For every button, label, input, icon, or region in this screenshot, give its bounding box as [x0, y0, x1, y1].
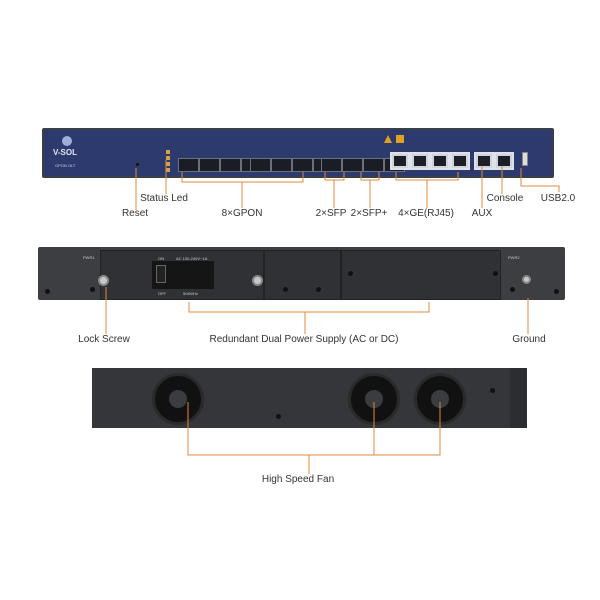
callout-ground: Ground	[512, 334, 546, 345]
rear-panel: PWR1 PWR2 ON OFF AC 100-240V~1A 50/60Hz	[38, 247, 565, 300]
sfp-plus-port[interactable]	[363, 158, 384, 172]
warning-icon	[384, 135, 392, 143]
status-leds	[166, 150, 170, 172]
lock-screw[interactable]	[98, 275, 109, 286]
callout-sfp: 2×SFP	[315, 208, 347, 219]
pwr1-label: PWR1	[83, 255, 95, 260]
fan-panel	[92, 368, 527, 428]
ac-rating-label: AC 100-240V~1A	[176, 256, 208, 261]
power-switch[interactable]	[156, 265, 166, 283]
ge-port[interactable]	[392, 154, 408, 168]
ge-port[interactable]	[432, 154, 448, 168]
lock-screw[interactable]	[252, 275, 263, 286]
aux-port[interactable]	[476, 154, 492, 168]
frequency-label: 50/60Hz	[183, 291, 198, 296]
callout-ge: 4×GE(RJ45)	[398, 208, 454, 219]
callout-lock-screw: Lock Screw	[78, 334, 130, 345]
callout-reset: Reset	[121, 208, 149, 219]
ge-port[interactable]	[452, 154, 468, 168]
callout-power-supply: Redundant Dual Power Supply (AC or DC)	[209, 334, 399, 345]
callout-aux: AUX	[471, 208, 493, 219]
sfp-port[interactable]	[342, 158, 363, 172]
usb-port[interactable]	[522, 152, 528, 166]
callout-gpon: 8×GPON	[221, 208, 263, 219]
ground-terminal[interactable]	[522, 275, 531, 284]
console-port[interactable]	[496, 154, 512, 168]
reset-button[interactable]	[136, 163, 139, 166]
callout-sfp-plus: 2×SFP+	[350, 208, 388, 219]
pwr2-label: PWR2	[508, 255, 520, 260]
vsol-logo-icon	[62, 136, 72, 146]
brand-logo: V-SOL	[53, 148, 78, 157]
callout-fan: High Speed Fan	[261, 474, 335, 485]
callout-usb: USB2.0	[540, 193, 576, 204]
sfp-port[interactable]	[321, 158, 342, 172]
manual-icon	[396, 135, 404, 143]
fan-icon	[348, 373, 400, 425]
fan-icon	[152, 373, 204, 425]
switch-on-label: ON	[158, 256, 164, 261]
front-panel: V-SOL GPON OLT	[42, 128, 554, 178]
model-label: GPON OLT	[55, 163, 76, 168]
ge-port[interactable]	[412, 154, 428, 168]
callout-status-led: Status Led	[140, 193, 188, 204]
callout-console: Console	[486, 193, 524, 204]
switch-off-label: OFF	[158, 291, 166, 296]
